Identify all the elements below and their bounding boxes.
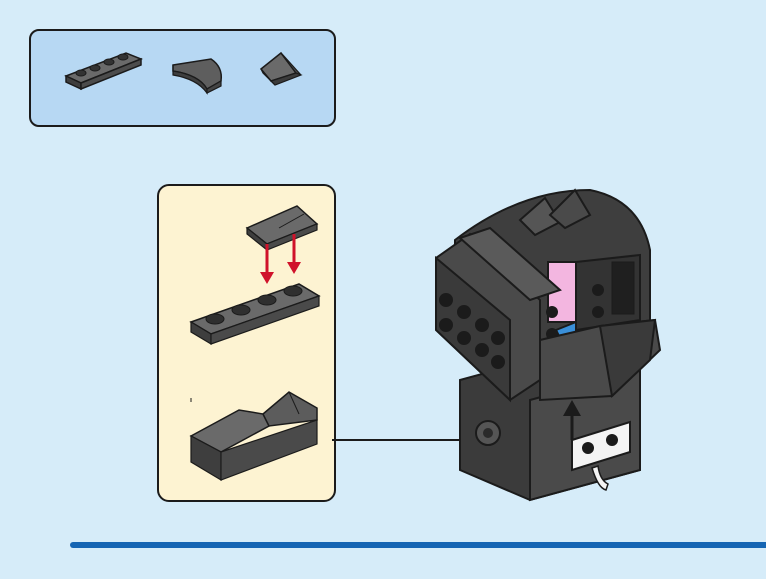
sub-assembly-illustration — [159, 186, 334, 500]
up-arrow-icon — [563, 400, 581, 440]
page-footer-bar — [70, 542, 766, 548]
callout-connector-line — [332, 439, 582, 441]
wedge-slope-piece — [247, 206, 317, 250]
combined-piece — [191, 392, 317, 480]
plate-1x4-icon — [66, 53, 141, 89]
round-plate-icon — [476, 421, 500, 445]
plate-1x4-piece — [191, 284, 319, 344]
wedge-slope-icon — [261, 53, 301, 85]
curved-slope-icon — [173, 59, 221, 93]
parts-needed-panel — [29, 29, 336, 127]
sub-assembly-panel — [157, 184, 336, 502]
brick-figure-head — [436, 190, 660, 500]
parts-illustration — [31, 31, 334, 125]
down-arrow-icon — [260, 244, 274, 284]
